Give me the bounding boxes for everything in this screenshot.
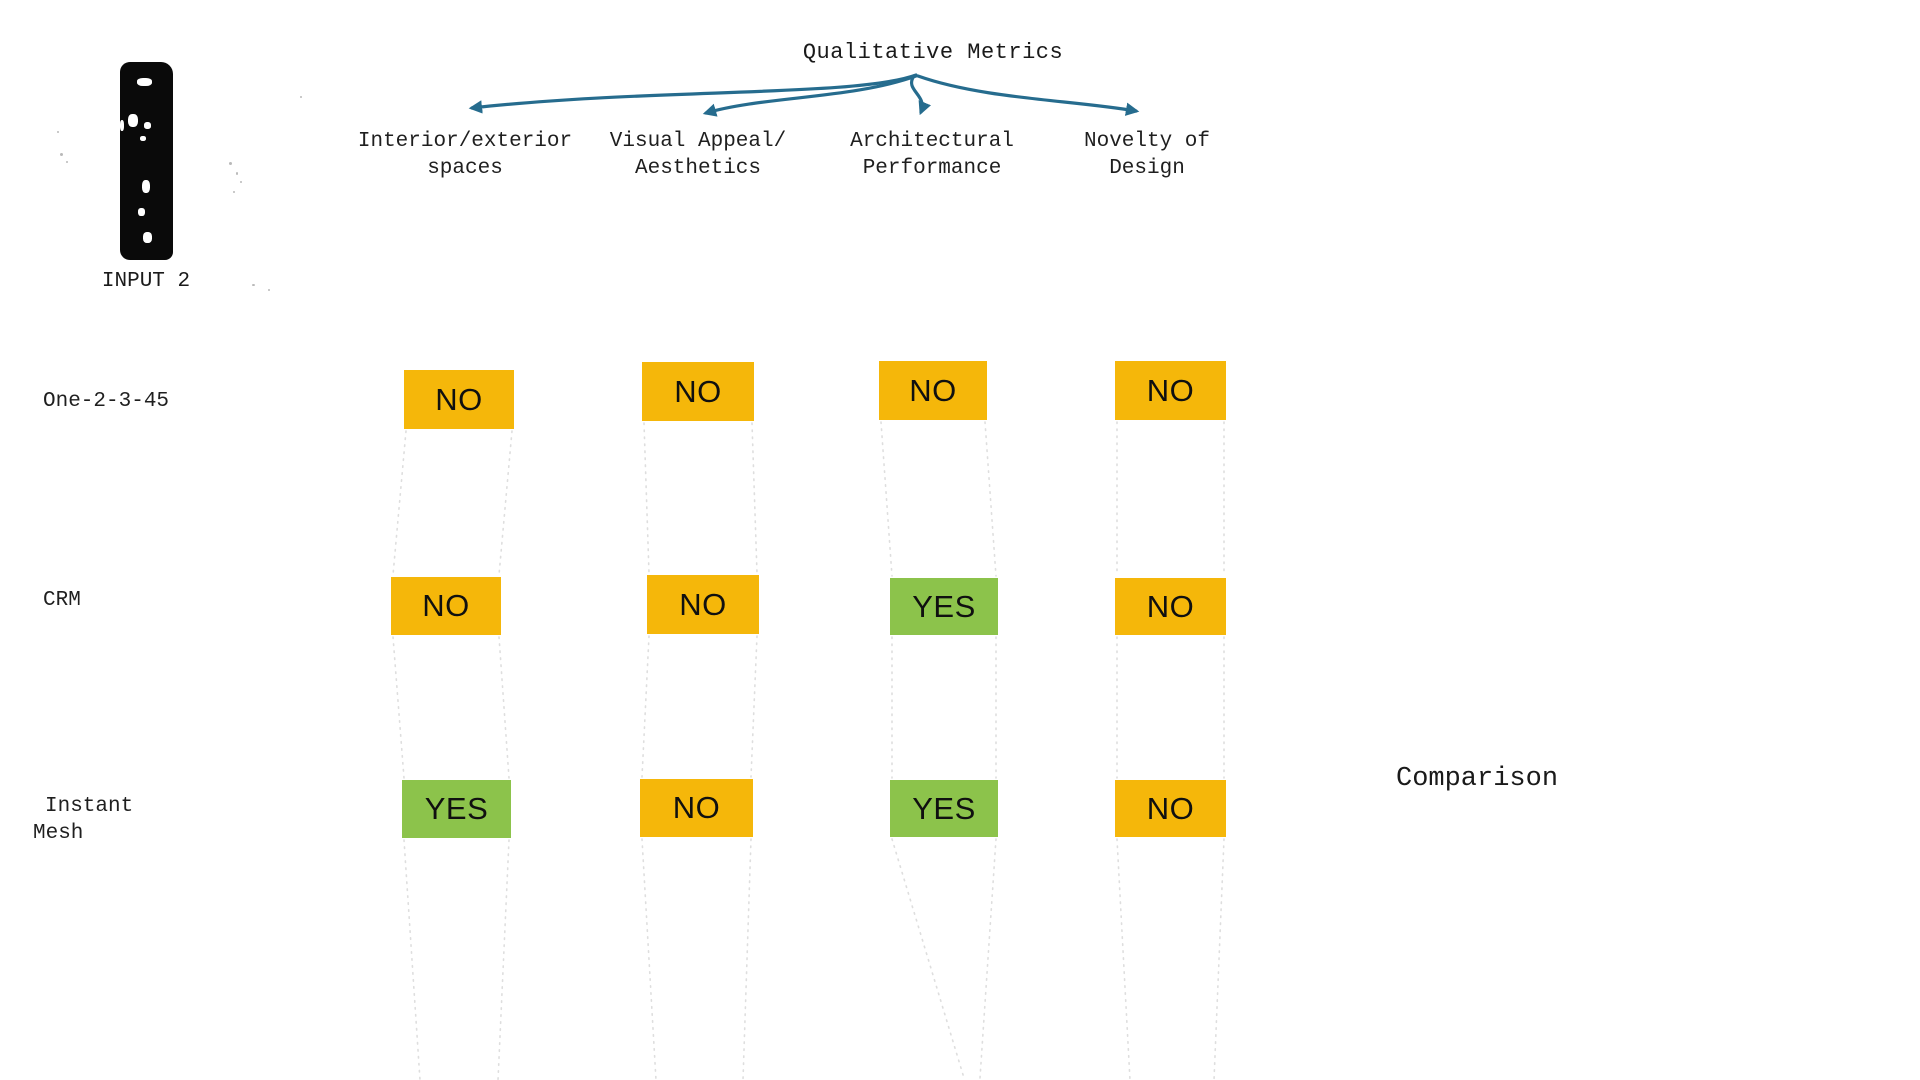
- cell-badge: NO: [1115, 578, 1226, 635]
- row-label-crm: CRM: [43, 589, 81, 612]
- scan-speckle: [268, 289, 270, 291]
- comparison-label: Comparison: [1396, 764, 1559, 794]
- cell-badge: YES: [890, 578, 998, 635]
- cell-badge: NO: [647, 575, 759, 634]
- dotted-guides-col1: [392, 430, 513, 1080]
- cell-badge: NO: [404, 370, 514, 429]
- cell-badge: NO: [642, 362, 754, 421]
- scan-speckle: [60, 153, 63, 156]
- scan-speckle: [236, 172, 238, 175]
- cell-badge: NO: [1115, 361, 1226, 420]
- diagram-title: Qualitative Metrics: [802, 40, 1064, 65]
- row-label-one-2-3-45: One-2-3-45: [43, 390, 170, 413]
- scan-speckle: [252, 284, 255, 286]
- cell-badge: YES: [890, 780, 998, 837]
- column-header-visual-appeal: Visual Appeal/ Aesthetics: [609, 130, 787, 180]
- scan-speckle: [300, 96, 302, 98]
- scan-speckle: [57, 131, 59, 133]
- cell-badge: NO: [640, 779, 753, 837]
- arrow-to-interior-exterior: [468, 73, 918, 114]
- scan-speckle: [233, 191, 235, 193]
- row-label-instant-mesh: Instant Mesh: [33, 795, 134, 845]
- scan-speckle: [229, 162, 232, 165]
- dotted-guides-col4: [1116, 421, 1225, 1080]
- cell-badge: YES: [402, 780, 511, 838]
- cell-badge: NO: [879, 361, 987, 420]
- arrow-to-architectural: [910, 74, 932, 116]
- input-building-silhouette-image: [120, 62, 173, 260]
- cell-badge: NO: [391, 577, 501, 635]
- dotted-guides-col2: [641, 422, 758, 1080]
- arrow-to-novelty: [916, 74, 1140, 116]
- cell-badge: NO: [1115, 780, 1226, 837]
- scan-speckle: [66, 161, 68, 163]
- arrow-to-visual-appeal: [702, 74, 918, 117]
- metric-arrows: [468, 73, 1140, 117]
- column-header-interior-exterior: Interior/exterior spaces: [357, 130, 573, 180]
- input-caption: INPUT 2: [101, 270, 191, 293]
- dotted-guides-col3: [880, 421, 997, 1079]
- scan-speckle: [240, 181, 242, 183]
- column-header-novelty: Novelty of Design: [1083, 130, 1211, 180]
- column-header-architectural: Architectural Performance: [850, 130, 1014, 180]
